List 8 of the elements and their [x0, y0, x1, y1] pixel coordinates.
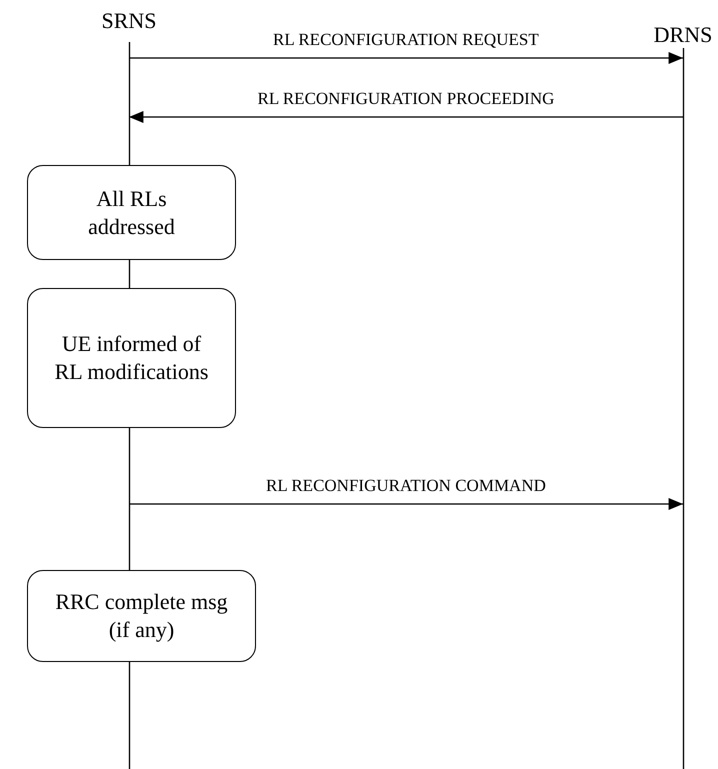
- message-arrow: [129, 52, 683, 64]
- process-box: All RLs addressed: [27, 165, 236, 260]
- process-box: UE informed of RL modifications: [27, 288, 236, 428]
- message-arrow: [129, 498, 683, 510]
- participant-label: DRNS: [654, 22, 712, 48]
- process-box: RRC complete msg (if any): [27, 570, 256, 662]
- message-arrow: [129, 111, 683, 123]
- participant-label: SRNS: [102, 8, 156, 34]
